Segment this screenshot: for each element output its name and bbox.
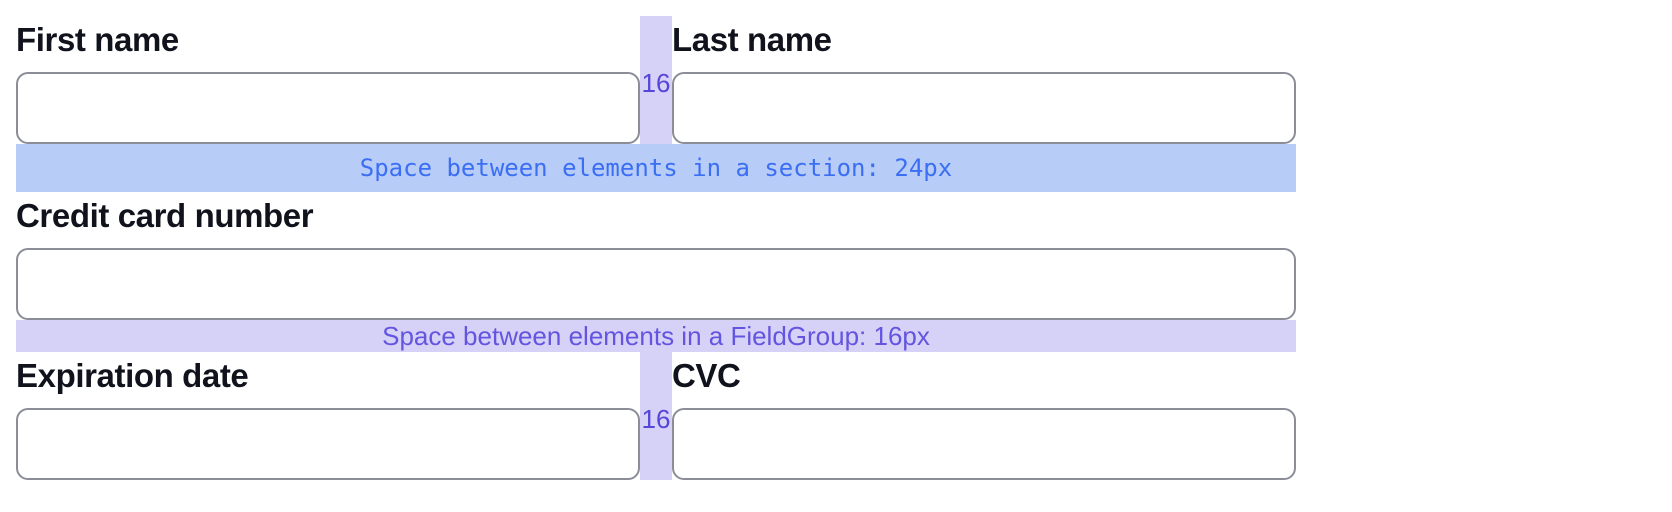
fieldgroup-gap-highlight: Space between elements in a FieldGroup: …: [16, 320, 1296, 352]
field-last-name: Last name: [672, 16, 1296, 144]
cvc-input[interactable]: [672, 408, 1296, 480]
name-row: 16 First name Last name: [16, 16, 1296, 144]
card-number-label: Credit card number: [16, 197, 314, 234]
column-gap-size-label: 16: [641, 68, 671, 98]
column-gap-highlight: 16: [640, 16, 672, 144]
last-name-label: Last name: [672, 21, 832, 58]
field-expiration-date: Expiration date: [16, 352, 640, 480]
section-gap-label: Space between elements in a section: 24p…: [359, 154, 953, 182]
expiration-date-input[interactable]: [16, 408, 640, 480]
card-number-row: Credit card number: [16, 192, 1296, 320]
first-name-input[interactable]: [16, 72, 640, 144]
expiry-cvc-row: 16 Expiration date CVC: [16, 352, 1296, 480]
cvc-label: CVC: [672, 357, 741, 394]
field-cvc: CVC: [672, 352, 1296, 480]
field-first-name: First name: [16, 16, 640, 144]
field-card-number: Credit card number: [16, 192, 1296, 320]
last-name-input[interactable]: [672, 72, 1296, 144]
section-gap-highlight: Space between elements in a section: 24p…: [16, 144, 1296, 192]
fieldgroup-gap-label: Space between elements in a FieldGroup: …: [382, 320, 930, 351]
column-gap-size-label: 16: [641, 404, 671, 434]
column-gap-highlight: 16: [640, 352, 672, 480]
card-number-input[interactable]: [16, 248, 1296, 320]
expiration-date-label: Expiration date: [16, 357, 249, 394]
payment-form: 16 First name Last name Space between el…: [16, 16, 1296, 480]
first-name-label: First name: [16, 21, 179, 58]
